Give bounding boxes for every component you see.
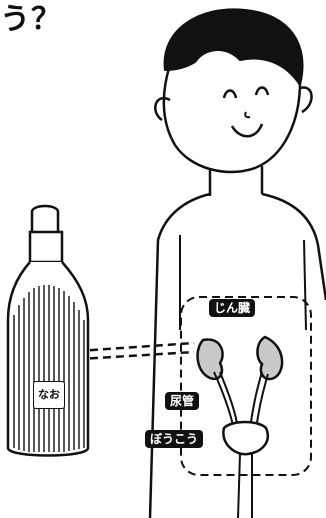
right-ear — [300, 87, 312, 112]
kidney-label: じん臓 — [209, 299, 255, 317]
mouth — [232, 124, 262, 136]
left-ureter — [214, 372, 238, 430]
torso-outline — [150, 194, 326, 518]
bladder-label: ぼうこう — [145, 430, 203, 448]
nose — [245, 112, 250, 117]
bottle-neck — [30, 232, 62, 262]
head — [164, 65, 300, 172]
bottle-cap — [32, 206, 58, 234]
urethra — [238, 454, 252, 518]
left-eye — [224, 91, 236, 99]
right-eye — [256, 88, 268, 96]
bottle-label: なお — [33, 381, 65, 409]
bottle-body — [8, 262, 88, 456]
hair — [165, 9, 303, 85]
ureter-label: 尿管 — [165, 392, 199, 410]
bladder-organ — [223, 422, 267, 454]
bottle — [8, 206, 88, 456]
page-title: う？ — [0, 0, 62, 38]
left-kidney — [198, 339, 223, 378]
bottle-stripes — [14, 285, 84, 452]
